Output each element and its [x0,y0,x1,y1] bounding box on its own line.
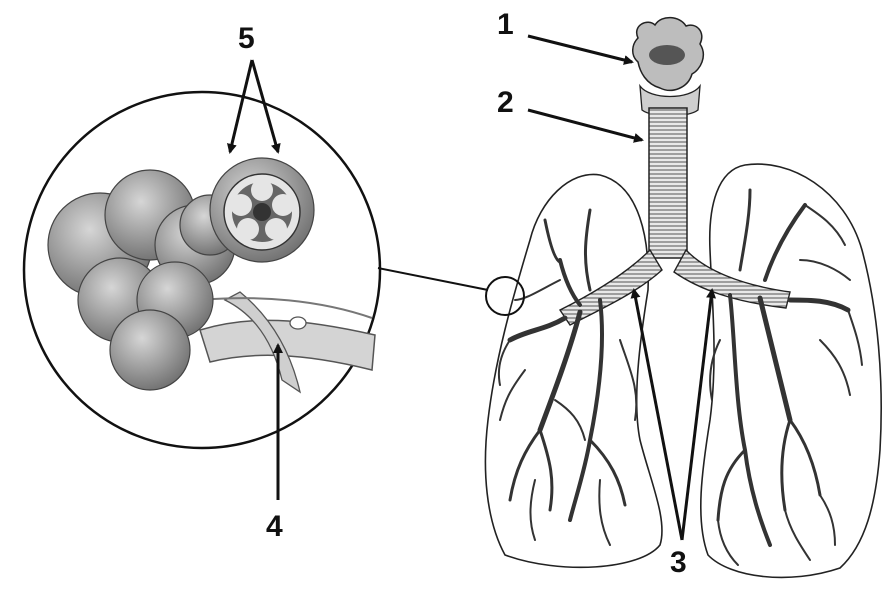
magnification-connector [378,268,524,315]
arrow-1 [528,36,632,62]
label-2-trachea: 2 [497,88,514,118]
magnified-view [24,92,380,448]
alveolus-cross-section [210,158,314,262]
label-1-larynx: 1 [497,10,514,40]
arrow-2 [528,110,642,140]
larynx [633,18,704,116]
label-3-bronchi: 3 [670,548,687,578]
label-4-bronchiole: 4 [266,512,283,542]
trachea [649,108,687,258]
label-5-alveoli: 5 [238,24,255,54]
